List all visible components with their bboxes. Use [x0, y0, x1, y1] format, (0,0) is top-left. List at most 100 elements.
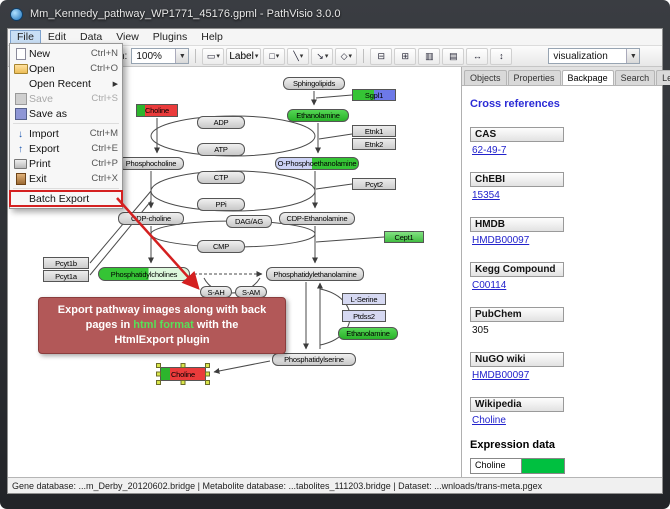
pathway-node-atp[interactable]: ATP	[197, 143, 245, 156]
pathway-node-dag-ag[interactable]: DAG/AG	[226, 215, 272, 228]
pathway-node-ctp[interactable]: CTP	[197, 171, 245, 184]
pathway-node-cdp-ethanolamine[interactable]: CDP-Ethanolamine	[279, 212, 355, 225]
connector-button[interactable]: ↘▾	[311, 47, 334, 65]
pathway-node-cdp-choline[interactable]: CDP-choline	[118, 212, 184, 225]
menu-edit[interactable]: Edit	[47, 31, 67, 43]
pathway-node-phosphatidylserine[interactable]: Phosphatidylserine	[272, 353, 356, 366]
common-height-button[interactable]: ↕	[490, 47, 513, 65]
distribute-horizontal-button[interactable]: ▥	[418, 47, 441, 65]
selection-handle[interactable]	[156, 380, 161, 385]
file-menu-item-label: Open	[29, 62, 55, 75]
expression-color-cell	[522, 458, 565, 474]
chevron-down-icon[interactable]: ▼	[626, 49, 640, 63]
xref-value: 305	[472, 325, 489, 336]
xref-link[interactable]: HMDB00097	[472, 235, 530, 246]
common-width-button[interactable]: ↔	[466, 47, 489, 65]
chevron-down-icon: ▾	[348, 53, 353, 60]
pathway-node-sgpl1[interactable]: Sgpl1	[352, 89, 396, 101]
label-button[interactable]: Label▾	[226, 47, 262, 65]
expression-table: Choline	[470, 458, 654, 474]
selection-handle[interactable]	[205, 380, 210, 385]
selection-handle[interactable]	[156, 363, 161, 368]
gene-product-button[interactable]: ▭▾	[202, 47, 225, 65]
tab-objects[interactable]: Objects	[464, 70, 507, 85]
shortcut-label: Ctrl+M	[89, 128, 118, 139]
file-menu-icon-cell	[12, 143, 29, 155]
pathway-node-choline[interactable]: Choline	[156, 363, 210, 385]
distribute-horizontal-icon: ▥	[425, 50, 434, 61]
xref-link[interactable]: HMDB00097	[472, 370, 530, 381]
menu-help[interactable]: Help	[201, 31, 223, 43]
pathway-node-pcyt2[interactable]: Pcyt2	[352, 178, 396, 190]
file-menu-icon-cell	[12, 92, 29, 105]
pathway-node-pcyt1a[interactable]: Pcyt1a	[43, 270, 89, 282]
selection-handle[interactable]	[156, 371, 161, 377]
file-menu-item-save-as[interactable]: Save as	[10, 106, 122, 121]
toolbar-element-group: ▭▾Label▾□▾╲▾↘▾◇▾	[202, 47, 358, 65]
file-menu-icon-cell	[12, 107, 29, 120]
export-icon	[18, 143, 23, 155]
submenu-arrow-icon: ▶	[112, 80, 118, 88]
tab-search[interactable]: Search	[614, 70, 656, 85]
selection-handle[interactable]	[205, 371, 210, 377]
menu-separator	[13, 123, 119, 124]
align-vertical-center-button[interactable]: ⊞	[394, 47, 417, 65]
pathway-node-ethanolamine[interactable]: Ethanolamine	[338, 327, 398, 340]
menu-view[interactable]: View	[116, 31, 139, 43]
pathway-node-phosphatidylethanolamine[interactable]: Phosphatidylethanolamine	[266, 267, 364, 281]
pathway-node-l-serine[interactable]: L-Serine	[342, 293, 386, 305]
template-button[interactable]: ◇▾	[335, 47, 358, 65]
pathway-node-phosphocholine[interactable]: Phosphocholine	[118, 157, 184, 170]
pathway-node-etnk2[interactable]: Etnk2	[352, 138, 396, 150]
pathway-node-ppi[interactable]: PPi	[197, 198, 245, 211]
tab-backpage[interactable]: Backpage	[561, 70, 614, 85]
chevron-down-icon: ▾	[324, 53, 329, 60]
chevron-down-icon[interactable]: ▼	[175, 49, 189, 63]
pathway-node-sphingolipids[interactable]: Sphingolipids	[283, 77, 345, 90]
tab-legend[interactable]: Legend	[656, 70, 670, 85]
pathway-node-ptdss2[interactable]: Ptdss2	[342, 310, 386, 322]
menu-plugins[interactable]: Plugins	[152, 31, 188, 43]
pathway-node-pcyt1b[interactable]: Pcyt1b	[43, 257, 89, 269]
xref-link[interactable]: 15354	[472, 190, 500, 201]
menu-file[interactable]: File	[10, 30, 41, 44]
gene-product-icon: ▭	[206, 50, 216, 61]
pathway-node-cept1[interactable]: Cept1	[384, 231, 424, 243]
xref-link[interactable]: C00114	[472, 280, 507, 291]
pathway-node-cmp[interactable]: CMP	[197, 240, 245, 253]
callout-line2-post: with the	[193, 318, 239, 331]
pathway-node-phosphatidylcholines[interactable]: Phosphatidylcholines	[98, 267, 190, 281]
file-menu-item-batch-export[interactable]: Batch Export	[9, 190, 123, 207]
selection-handle[interactable]	[205, 363, 210, 368]
pathway-node-etnk1[interactable]: Etnk1	[352, 125, 396, 137]
selection-handle[interactable]	[180, 380, 186, 385]
selection-handle[interactable]	[180, 363, 186, 368]
title-bar[interactable]: Mm_Kennedy_pathway_WP1771_45176.gpml - P…	[0, 0, 670, 28]
pathway-node-choline[interactable]: Choline	[136, 104, 178, 117]
xref-header: CAS	[470, 127, 564, 142]
file-menu-item-open-recent[interactable]: Open Recent▶	[10, 76, 122, 91]
pathway-node-ethanolamine[interactable]: Ethanolamine	[287, 109, 349, 122]
distribute-vertical-button[interactable]: ▤	[442, 47, 465, 65]
xref-link[interactable]: Choline	[472, 415, 506, 426]
shape-button[interactable]: □▾	[263, 47, 286, 65]
zoom-combobox[interactable]: 100% ▼	[131, 48, 190, 64]
align-horizontal-center-button[interactable]: ⊟	[370, 47, 393, 65]
pathway-node-o-phosphoethanolamine[interactable]: O-Phosphoethanolamine	[275, 157, 359, 170]
visualization-combobox[interactable]: visualization ▼	[548, 48, 641, 64]
tab-properties[interactable]: Properties	[507, 70, 561, 85]
xref-link[interactable]: 62-49-7	[472, 145, 507, 156]
menu-data[interactable]: Data	[80, 31, 103, 43]
pathway-node-adp[interactable]: ADP	[197, 116, 245, 129]
line-button[interactable]: ╲▾	[287, 47, 310, 65]
status-bar: Gene database: ...m_Derby_20120602.bridg…	[8, 477, 662, 493]
